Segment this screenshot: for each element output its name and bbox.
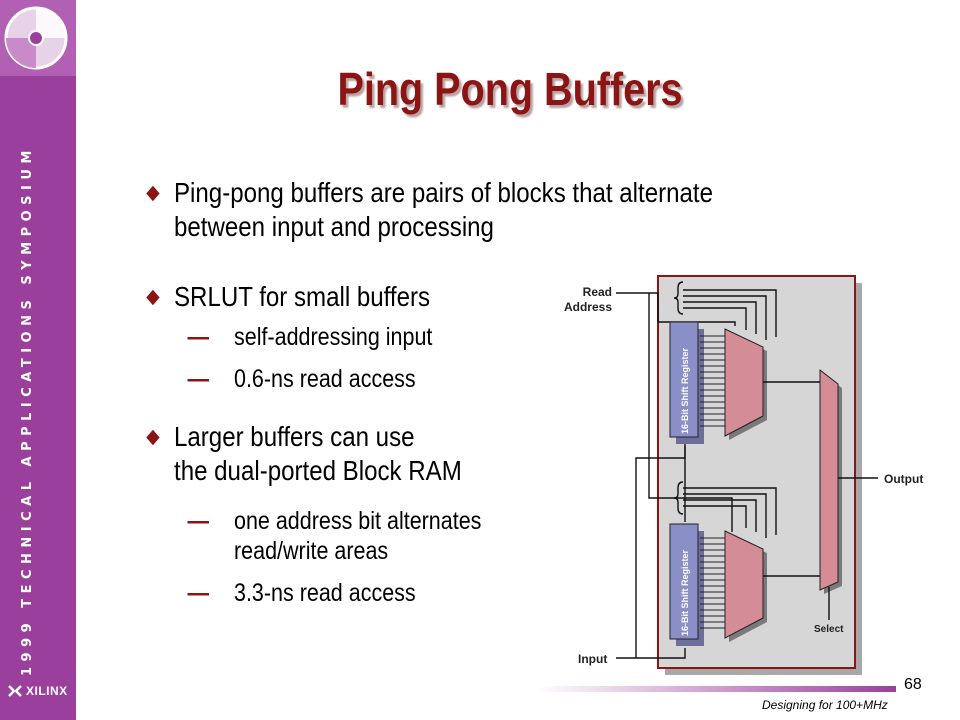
xilinx-logo: XILINX <box>6 682 74 700</box>
cd-logo <box>0 0 76 76</box>
footer-gradient-line <box>536 686 896 692</box>
bullet-2-line-1: SRLUT for small buffers <box>174 281 431 312</box>
diamond-bullet-icon <box>146 289 160 306</box>
panel-shadow <box>665 283 862 675</box>
sub-bullet-text: 0.6-ns read access <box>234 365 416 393</box>
mux-bottom <box>724 530 767 642</box>
read-address-bus <box>616 281 777 538</box>
address-label: Address <box>564 300 612 314</box>
register-taps-top <box>700 335 725 427</box>
sub-bullet-2-2: — 0.6-ns read access <box>188 364 416 394</box>
register-top-label: 16-Bit Shift Register <box>680 347 690 434</box>
bullet-1-line-1: Ping-pong buffers are pairs of blocks th… <box>174 177 714 208</box>
sub-bullet-text: one address bit alternates <box>234 507 482 535</box>
sub-bullet-3-1: — one address bit alternates read/write … <box>188 506 482 566</box>
sub-bullet-2-1: — self-addressing input <box>188 322 433 352</box>
register-bottom-label: 16-Bit Shift Register <box>680 549 690 636</box>
diamond-bullet-icon <box>146 185 160 202</box>
diagram-panel <box>657 275 856 669</box>
input-bus <box>616 442 686 659</box>
footer-text: Designing for 100+MHz <box>762 698 888 712</box>
dash-marker: — <box>187 365 210 393</box>
sidebar: 1999 TECHNICAL APPLICATIONS SYMPOSIUM XI… <box>0 0 76 720</box>
bullet-3-line-2: the dual-ported Block RAM <box>174 455 462 486</box>
output-label: Output <box>884 472 923 486</box>
bullet-3: Larger buffers can use the dual-ported B… <box>146 420 462 488</box>
mux-top <box>724 328 767 440</box>
bullet-1: Ping-pong buffers are pairs of blocks th… <box>146 176 714 244</box>
xilinx-wordmark: XILINX <box>26 684 68 698</box>
sub-bullet-3-2: — 3.3-ns read access <box>188 578 416 608</box>
xilinx-x-icon <box>8 685 22 697</box>
sub-bullet-text: self-addressing input <box>234 323 433 351</box>
sub-bullet-text: 3.3-ns read access <box>234 579 416 607</box>
bullet-3-line-1: Larger buffers can use <box>174 421 415 452</box>
register-taps-bottom <box>700 537 725 629</box>
input-label: Input <box>578 652 607 666</box>
output-wiring <box>763 381 878 620</box>
sub-bullet-text-cont: read/write areas <box>234 537 389 565</box>
register-bottom: 16-Bit Shift Register <box>669 523 704 646</box>
output-mux <box>819 368 842 594</box>
dash-marker: — <box>187 507 210 535</box>
read-label: Read <box>583 285 612 299</box>
cd-icon <box>4 6 68 70</box>
dash-marker: — <box>187 579 210 607</box>
diamond-bullet-icon <box>146 429 160 446</box>
page-number: 68 <box>904 676 922 693</box>
symposium-vertical-text: 1999 TECHNICAL APPLICATIONS SYMPOSIUM <box>20 145 35 676</box>
bullet-2: SRLUT for small buffers <box>146 280 431 314</box>
select-label: Select <box>814 624 844 635</box>
dash-marker: — <box>187 323 210 351</box>
bullet-1-line-2: between input and processing <box>174 211 494 242</box>
register-top: 16-Bit Shift Register <box>669 321 704 444</box>
slide-title: Ping Pong Buffers <box>337 63 683 115</box>
